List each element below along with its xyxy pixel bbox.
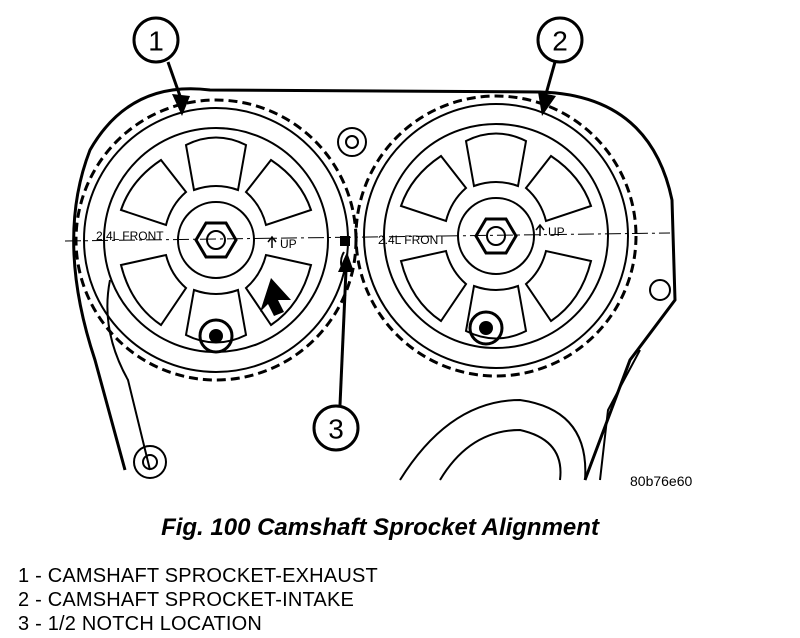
intake-front-label: 2.4L FRONT bbox=[378, 233, 446, 247]
bolt-boss-top bbox=[337, 127, 367, 157]
callout-1: 1 bbox=[132, 16, 190, 116]
legend-item-3: 3 - 1/2 NOTCH LOCATION bbox=[18, 613, 263, 635]
alignment-arrow-icon bbox=[260, 278, 291, 316]
camshaft-sprocket-diagram: 2.4L FRONT UP 2.4L FRONT UP 1 2 3 80b76e… bbox=[64, 16, 693, 489]
svg-text:3: 3 bbox=[328, 414, 344, 445]
intake-up-mark: UP bbox=[548, 225, 565, 239]
timing-cover-outline bbox=[72, 87, 677, 481]
legend-item-1: 1 - CAMSHAFT SPROCKET-EXHAUST bbox=[18, 565, 378, 587]
notch-mark bbox=[340, 236, 350, 246]
exhaust-up-mark: UP bbox=[280, 237, 297, 251]
svg-text:2: 2 bbox=[552, 26, 568, 57]
svg-text:1: 1 bbox=[148, 26, 164, 57]
bolt-boss-right bbox=[649, 279, 671, 301]
alignment-centerline bbox=[64, 232, 671, 242]
bolt-boss-lower-left bbox=[133, 445, 167, 479]
legend-list: 1 - CAMSHAFT SPROCKET-EXHAUST 2 - CAMSHA… bbox=[18, 564, 378, 636]
image-code: 80b76e60 bbox=[630, 473, 693, 489]
exhaust-front-label: 2.4L FRONT bbox=[96, 229, 164, 243]
intake-sprocket bbox=[354, 94, 638, 378]
callout-3: 3 bbox=[312, 252, 360, 452]
callout-2: 2 bbox=[536, 16, 584, 116]
legend-item-2: 2 - CAMSHAFT SPROCKET-INTAKE bbox=[18, 589, 355, 611]
figure-caption: Fig. 100 Camshaft Sprocket Alignment bbox=[161, 514, 599, 541]
